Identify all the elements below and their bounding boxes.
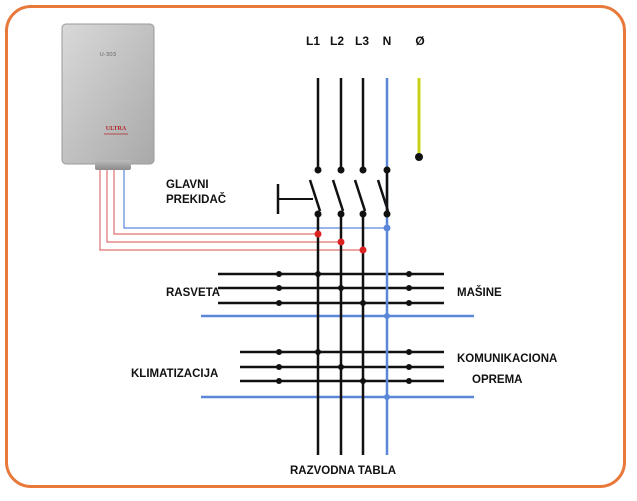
label-main-switch-2: PREKIDAČ — [166, 193, 226, 206]
sense-wire-l1 — [113, 170, 318, 235]
label-main-switch-1: GLAVNI — [166, 179, 209, 191]
label-air-conditioning: KLIMATIZACIJA — [131, 368, 218, 380]
busbar-junction-dots — [276, 271, 412, 400]
label-communication-1: KOMUNIKACIONA — [457, 353, 557, 365]
meter-model: U-303 — [100, 52, 117, 58]
phase-lines — [316, 78, 365, 455]
meter-gland — [95, 160, 131, 170]
label-communication-2: OPREMA — [472, 374, 522, 386]
header-l3: L3 — [355, 34, 369, 48]
header-pe: Ø — [415, 34, 424, 48]
earth-terminal-dot — [415, 153, 423, 161]
switch-blade-l1 — [308, 179, 322, 212]
neutral-busbars — [201, 314, 474, 399]
header-n: N — [383, 34, 392, 48]
meter-body — [61, 23, 155, 165]
label-lighting: RASVETA — [166, 287, 220, 299]
diagram-frame — [5, 5, 626, 488]
main-switch — [276, 179, 390, 214]
sense-wire-l3 — [99, 170, 363, 251]
label-machines: MAŠINE — [457, 286, 502, 299]
meter-sense-wires — [99, 170, 387, 251]
switch-blade-l3 — [353, 179, 367, 212]
meter-brand-logo: ULTRA — [106, 126, 127, 132]
header-l1: L1 — [306, 34, 320, 48]
label-distribution-board: RAZVODNA TABLA — [290, 465, 396, 477]
header-l2: L2 — [330, 34, 344, 48]
meter-device: U-303 ULTRA — [61, 23, 155, 170]
sense-wire-n — [123, 170, 387, 229]
switch-contact-dots — [314, 166, 391, 218]
sense-junctions — [314, 224, 391, 254]
switch-blade-l2 — [331, 179, 345, 212]
sense-wire-l2 — [106, 170, 341, 243]
